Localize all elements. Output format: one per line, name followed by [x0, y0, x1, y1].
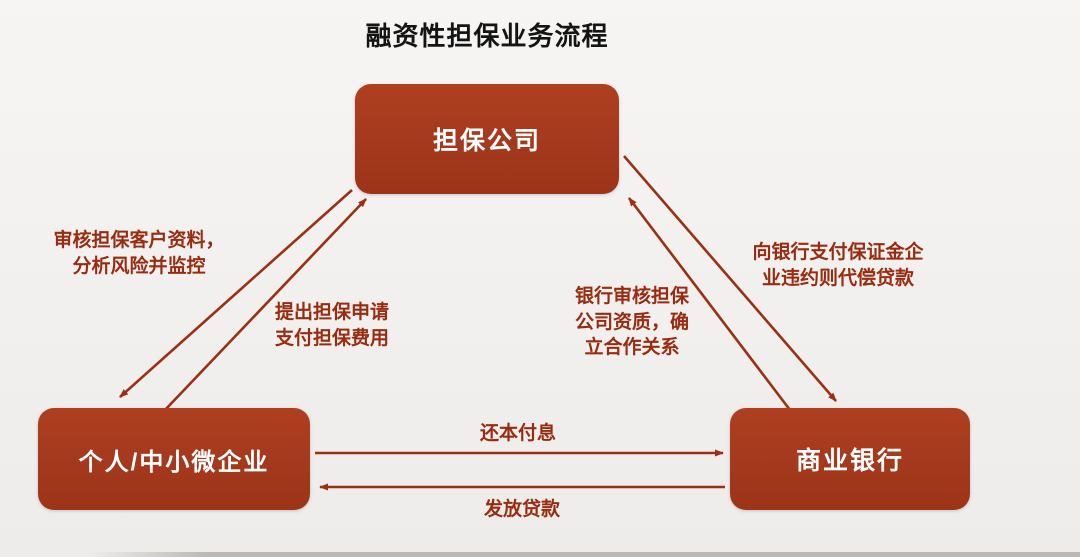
arrow-guarantee-to-individual — [119, 189, 353, 398]
arrow-individual-to-guarantee — [164, 198, 367, 411]
node-commercial-bank: 商业银行 — [730, 408, 970, 510]
diagram-title: 融资性担保业务流程 — [365, 21, 609, 51]
node-commercial-bank-label: 商业银行 — [795, 447, 904, 475]
edge-label-issue-loan: 发放贷款 — [483, 499, 560, 520]
edge-label-apply-and-pay: 提出担保申请 支付担保费用 — [274, 302, 389, 349]
node-guarantee-company-label: 担保公司 — [432, 127, 541, 155]
edge-label-review-and-monitor: 审核担保客户资料， 分析风险并监控 — [53, 230, 225, 277]
edge-label-repay-principal-interest: 还本付息 — [479, 423, 556, 444]
arrow-bank-to-guarantee — [627, 197, 792, 411]
node-guarantee-company: 担保公司 — [355, 84, 619, 194]
bottom-edge-shadow — [90, 552, 1080, 557]
edge-label-pay-deposit-compensate: 向银行支付保证金企 业违约则代偿贷款 — [752, 242, 924, 289]
node-individual-sme: 个人/中小微企业 — [38, 408, 310, 510]
node-individual-sme-label: 个人/中小微企业 — [78, 448, 270, 476]
arrow-guarantee-to-bank — [623, 155, 837, 402]
edge-label-bank-review-qualification: 银行审核担保 公司资质，确 立合作关系 — [574, 286, 689, 359]
